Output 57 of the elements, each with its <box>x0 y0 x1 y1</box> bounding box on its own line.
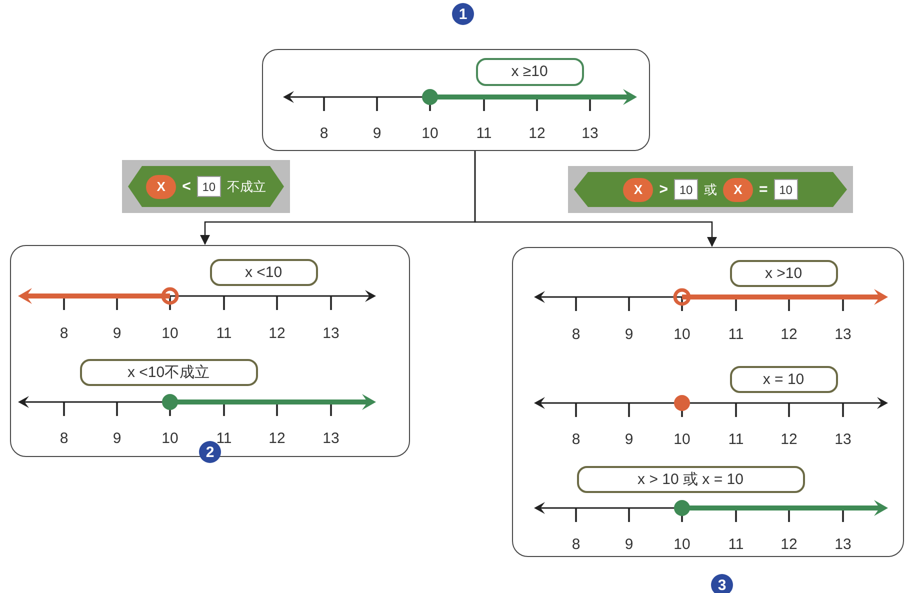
inequality-label: x <10不成立 <box>80 358 258 386</box>
tick-label: 10 <box>160 430 180 447</box>
inequality-label: x > 10 或 x = 10 <box>576 466 804 492</box>
tick-label: 11 <box>727 536 745 553</box>
value-field: 10 <box>774 179 798 200</box>
tick-label: 9 <box>624 536 634 553</box>
inequality-label: x = 10 <box>730 366 838 392</box>
block-text: 不成立 <box>226 178 266 196</box>
tick-label: 9 <box>112 325 122 342</box>
callout-number: 1 <box>452 3 474 25</box>
tick-label: 13 <box>580 125 600 142</box>
block-text: 或 <box>704 180 717 198</box>
tick-label: 13 <box>834 326 852 343</box>
tick-label: 12 <box>268 430 286 447</box>
tick-label: 10 <box>160 325 180 342</box>
tick-label: 9 <box>112 430 122 447</box>
tick-label: 11 <box>475 125 493 142</box>
tick-label: 12 <box>780 326 798 343</box>
operator: < <box>182 178 191 195</box>
tick-label: 10 <box>672 326 692 343</box>
value-field: 10 <box>196 176 221 197</box>
tick-label: 9 <box>624 431 634 448</box>
tick-label: 13 <box>834 536 852 553</box>
tick-label: 8 <box>58 430 70 447</box>
tick-label: 8 <box>570 326 582 343</box>
tick-label: 9 <box>372 125 382 142</box>
tick-label: 10 <box>420 125 440 142</box>
tick-label: 13 <box>322 430 340 447</box>
tick-label: 13 <box>322 325 340 342</box>
inequality-label: x >10 <box>730 260 838 286</box>
number-line-panel <box>10 245 410 457</box>
tick-label: 10 <box>672 431 692 448</box>
inequality-label: x <10 <box>210 258 318 286</box>
callout-number: 3 <box>711 574 733 593</box>
tick-label: 8 <box>570 536 582 553</box>
tick-label: 12 <box>528 125 546 142</box>
tick-label: 8 <box>318 125 330 142</box>
operator: > <box>659 181 668 198</box>
tick-label: 11 <box>215 325 233 342</box>
tick-label: 12 <box>780 431 798 448</box>
tick-label: 8 <box>58 325 70 342</box>
value-field: 10 <box>674 179 698 200</box>
tick-label: 12 <box>268 325 286 342</box>
tick-label: 11 <box>727 431 745 448</box>
inequality-label: x ≥10 <box>476 58 584 86</box>
arrow <box>474 151 717 247</box>
tick-label: 11 <box>727 326 745 343</box>
number-line-panel <box>512 247 904 557</box>
tick-label: 9 <box>624 326 634 343</box>
tick-label: 13 <box>834 431 852 448</box>
tick-label: 10 <box>672 536 692 553</box>
tick-label: 8 <box>570 431 582 448</box>
code-block <box>122 160 290 213</box>
operator: = <box>759 181 768 198</box>
tick-label: 12 <box>780 536 798 553</box>
code-block <box>568 166 853 213</box>
number-line-panel <box>262 49 650 151</box>
